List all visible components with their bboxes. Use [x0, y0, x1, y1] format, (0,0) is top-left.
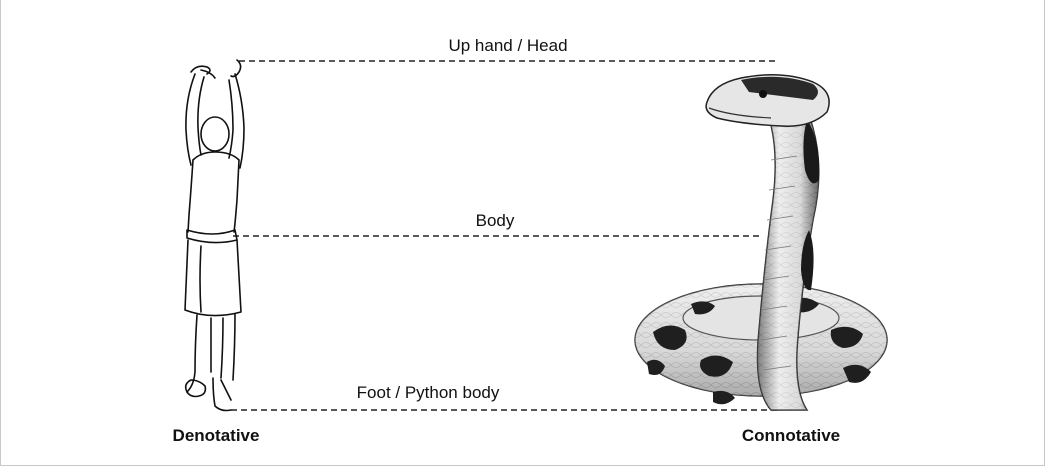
python-figure [635, 75, 887, 410]
caption-denotative: Denotative [173, 426, 260, 446]
connector-label-head: Up hand / Head [448, 36, 567, 56]
caption-connotative: Connotative [742, 426, 840, 446]
connector-label-foot: Foot / Python body [357, 383, 500, 403]
connector-label-body: Body [476, 211, 515, 231]
